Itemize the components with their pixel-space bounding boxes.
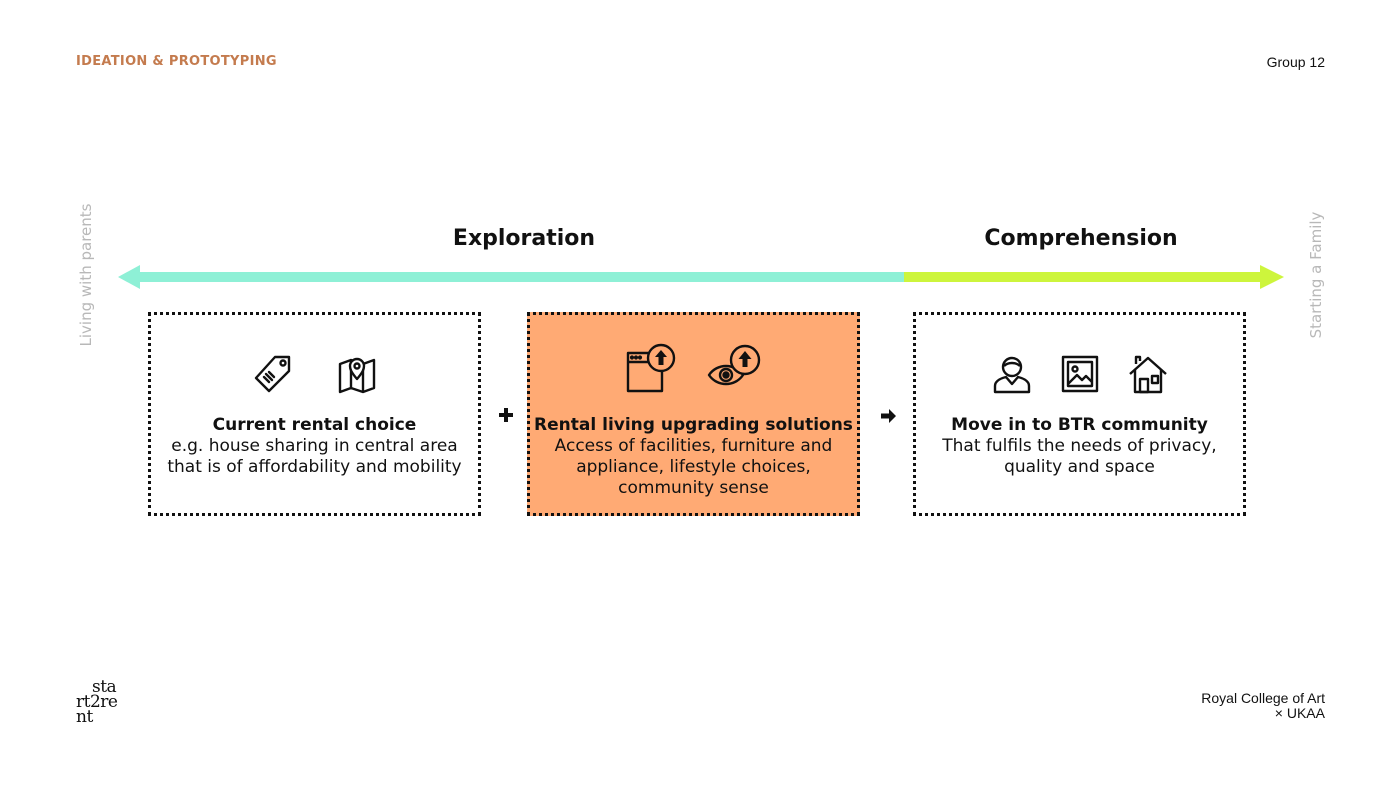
description-line: e.g. house sharing in central area: [171, 436, 458, 456]
house-icon: [1128, 354, 1168, 394]
price-tag-icon: [253, 354, 293, 394]
axis-end-label: Starting a Family: [1307, 211, 1325, 339]
map-pin-icon: [337, 354, 377, 394]
box-title: Rental living upgrading solutions: [534, 415, 853, 435]
box-description: That fulfils the needs of privacy, quali…: [926, 436, 1233, 478]
description-line: that is of affordability and mobility: [167, 457, 462, 477]
group-label: Group 12: [1266, 54, 1325, 70]
window-upgrade-icon: [625, 343, 677, 395]
arrow-head-right: [1260, 265, 1284, 289]
description-line: appliance, lifestyle choices,: [576, 457, 811, 477]
logo-line: nt: [76, 707, 93, 727]
plus-icon: [499, 408, 513, 422]
description-line: Access of facilities, furniture and: [554, 436, 833, 456]
footer-line: Royal College of Art: [1201, 690, 1325, 706]
icon-row: [916, 351, 1243, 397]
phase-label-comprehension: Comprehension: [984, 226, 1178, 251]
box-title: Move in to BTR community: [951, 415, 1208, 435]
icon-row: [151, 351, 478, 397]
arrow-segment-exploration: [138, 272, 904, 282]
box-title: Current rental choice: [212, 415, 417, 435]
logo-line: sta: [92, 677, 117, 697]
box-description: Access of facilities, furniture and appl…: [540, 436, 847, 499]
footer-credit: Royal College of Art × UKAA: [1201, 691, 1325, 721]
eye-upgrade-icon: [707, 343, 763, 395]
footer-line: × UKAA: [1274, 705, 1325, 721]
arrow-segment-comprehension: [904, 272, 1262, 282]
arrow-head-left: [118, 265, 140, 289]
logo-line: rt2re: [76, 692, 118, 712]
box-description: e.g. house sharing in central area that …: [161, 436, 468, 478]
description-line: quality and space: [1004, 457, 1155, 477]
picture-frame-icon: [1060, 354, 1100, 394]
stage-box-btr-community: Move in to BTR community That fulfils th…: [913, 312, 1246, 516]
start2rent-logo: sta rt2re nt: [76, 677, 126, 727]
icon-row: [530, 341, 857, 397]
phase-label-exploration: Exploration: [452, 226, 596, 251]
journey-arrow: [118, 265, 1284, 289]
description-line: That fulfils the needs of privacy,: [942, 436, 1217, 456]
stage-box-upgrading-solutions: Rental living upgrading solutions Access…: [527, 312, 860, 516]
description-line: community sense: [618, 478, 769, 498]
axis-start-label: Living with parents: [77, 203, 95, 347]
stage-box-current-rental: Current rental choice e.g. house sharing…: [148, 312, 481, 516]
section-title: IDEATION & PROTOTYPING: [76, 54, 277, 69]
arrow-right-icon: [881, 409, 896, 423]
person-icon: [992, 354, 1032, 394]
